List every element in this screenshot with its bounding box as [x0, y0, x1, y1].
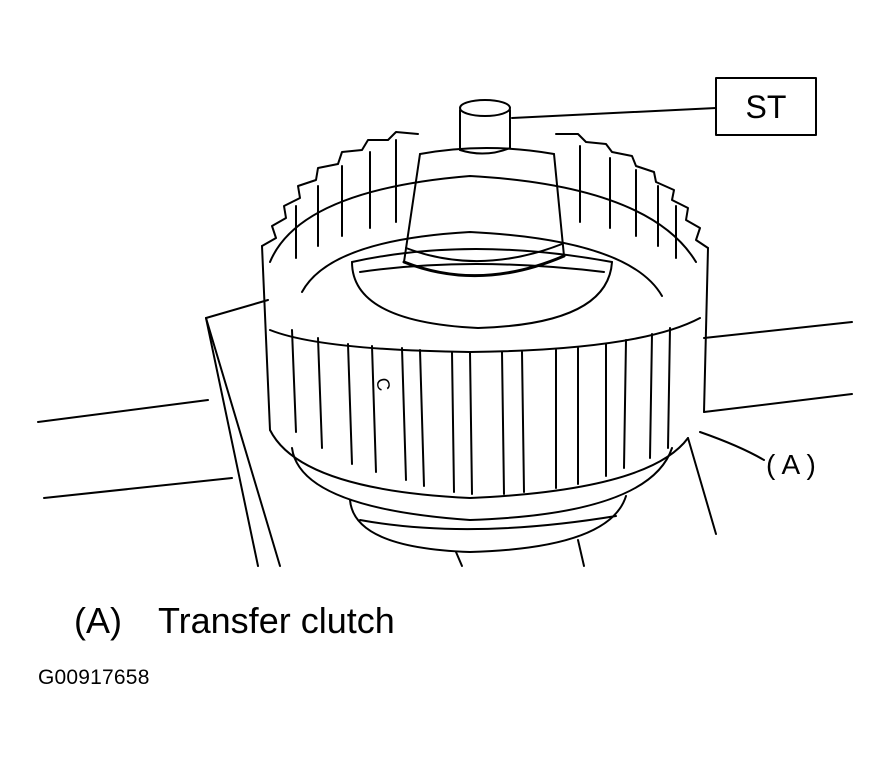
legend-text: Transfer clutch [158, 600, 395, 641]
figure-id: G00917658 [38, 666, 150, 689]
drum-c-mark: C [372, 376, 394, 392]
st-label: ST [746, 89, 787, 125]
clutch-base [291, 447, 673, 553]
callout-a-label: ( A ) [766, 449, 816, 480]
st-label-box [715, 77, 817, 136]
work-bench [37, 299, 853, 567]
legend-row: (A) Transfer clutch [74, 600, 395, 642]
legend-key: (A) [74, 600, 122, 641]
clutch-drum [261, 131, 709, 499]
leader-lines [511, 107, 765, 461]
special-tool [402, 99, 566, 278]
